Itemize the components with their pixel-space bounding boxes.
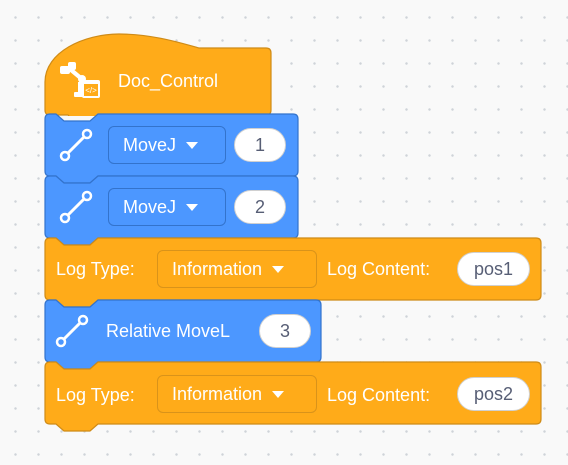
chevron-down-icon	[272, 390, 285, 398]
log-content-input[interactable]: pos1	[457, 252, 530, 286]
hat-block-label: Doc_Control	[118, 71, 219, 91]
point-number-input[interactable]: 1	[234, 128, 286, 162]
chevron-down-icon	[186, 141, 199, 149]
move-type-dropdown[interactable]: MoveJ	[108, 188, 226, 226]
point-number-input[interactable]: 3	[259, 314, 311, 348]
log-block-1[interactable]: Log Type: Information Log Content: pos1	[44, 237, 542, 308]
event-hat-block[interactable]: </> Doc_Control	[44, 32, 272, 116]
move-type-label: MoveJ	[123, 134, 177, 155]
relative-movel-label: Relative MoveL	[106, 321, 231, 341]
log-content-input[interactable]: pos2	[457, 377, 530, 411]
log-type-label: Log Type:	[56, 385, 135, 405]
move-type-label: MoveJ	[123, 196, 177, 217]
log-content-label: Log Content:	[327, 385, 431, 405]
link-icon	[59, 190, 93, 224]
log-type-label: Log Type:	[56, 259, 135, 279]
robot-arm-code-icon: </>	[60, 62, 100, 98]
log-type-dropdown[interactable]: Information	[157, 250, 317, 288]
log-type-value: Information	[172, 383, 263, 404]
chevron-down-icon	[272, 265, 285, 273]
move-type-dropdown[interactable]: MoveJ	[108, 126, 226, 164]
movej-block-1[interactable]: MoveJ 1	[44, 113, 299, 184]
link-icon	[59, 128, 93, 162]
log-content-label: Log Content:	[327, 259, 431, 279]
point-number-input[interactable]: 2	[234, 190, 286, 224]
log-block-2[interactable]: Log Type: Information Log Content: pos2	[44, 361, 542, 432]
link-icon	[55, 314, 89, 348]
relative-movel-block[interactable]: Relative MoveL 3	[44, 299, 322, 370]
movej-block-2[interactable]: MoveJ 2	[44, 175, 299, 246]
chevron-down-icon	[186, 203, 199, 211]
svg-text:</>: </>	[85, 86, 97, 95]
log-type-value: Information	[172, 258, 263, 279]
log-type-dropdown[interactable]: Information	[157, 375, 317, 413]
